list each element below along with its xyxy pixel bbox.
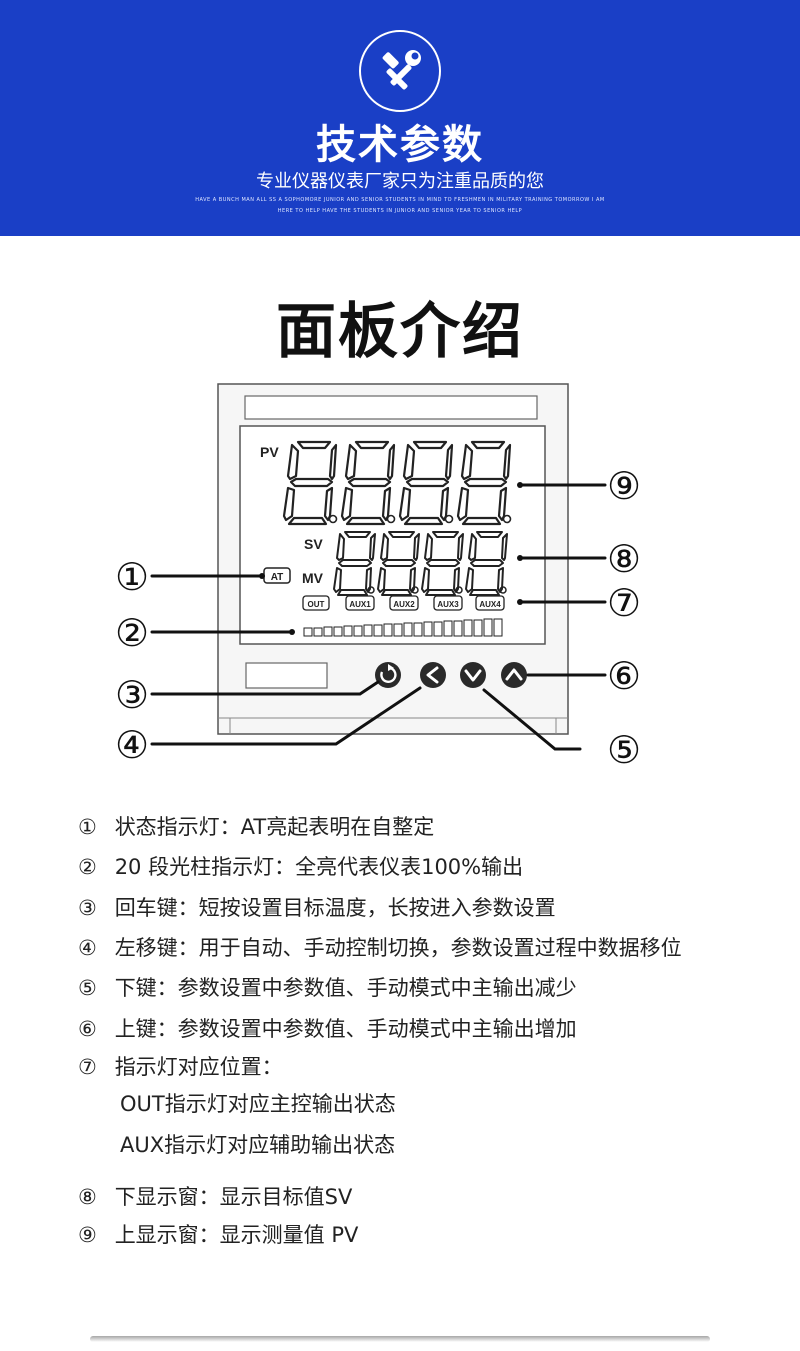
- bar-segment: [343, 625, 353, 637]
- lower-window: [245, 662, 328, 689]
- desc-item-7: ⑦ 指示灯对应位置：: [78, 1051, 283, 1081]
- desc-item-6: ⑥ 上键：参数设置中参数值、手动模式中主输出增加: [78, 1013, 577, 1043]
- desc-num: ②: [78, 855, 97, 879]
- desc-text: 回车键：短按设置目标温度，长按进入参数设置: [114, 896, 556, 920]
- desc-num: ⑨: [78, 1223, 97, 1247]
- left-key[interactable]: [420, 662, 446, 688]
- callout-6: ⑥: [607, 654, 641, 698]
- desc-num: ⑥: [78, 1017, 97, 1041]
- at-indicator-label: AT: [271, 572, 284, 583]
- panel-diagram: PV SV MV AT OUT AUX1 AUX2 AUX3 AUX4: [115, 383, 641, 772]
- callout-2: ②: [115, 611, 149, 655]
- bar-segment: [303, 627, 313, 637]
- bar-segment: [473, 619, 483, 637]
- bar-segment: [333, 626, 343, 637]
- bar-segment: [493, 618, 503, 637]
- desc-text: 状态指示灯：AT亮起表明在自整定: [114, 815, 435, 839]
- desc-item-2: ② 20 段光柱指示灯：全亮代表仪表100%输出: [78, 851, 523, 881]
- bar-segment: [453, 620, 463, 637]
- desc-item-8: ⑧ 下显示窗：显示目标值SV: [78, 1181, 352, 1211]
- desc-item-4: ④ 左移键：用于自动、手动控制切换，参数设置过程中数据移位: [78, 932, 682, 962]
- desc-num: ④: [78, 936, 97, 960]
- bottom-divider: [90, 1336, 710, 1342]
- callout-1: ①: [115, 555, 149, 599]
- banner-subtitle: 专业仪器仪表厂家只为注重品质的您: [256, 171, 544, 192]
- desc-item-7-aux: AUX指示灯对应辅助输出状态: [120, 1133, 396, 1157]
- desc-num: ③: [78, 896, 97, 920]
- desc-num: ①: [78, 815, 97, 839]
- callout-8: ⑧: [607, 537, 641, 581]
- indicator-out: OUT: [308, 600, 325, 609]
- bar-segment: [323, 626, 333, 637]
- bar-segment: [393, 623, 403, 637]
- bar-graph: [303, 618, 503, 637]
- sv-digits: [333, 531, 508, 596]
- enter-key[interactable]: [375, 662, 401, 688]
- mv-label: MV: [302, 570, 324, 586]
- bar-segment: [363, 624, 373, 637]
- desc-text: 上键：参数设置中参数值、手动模式中主输出增加: [114, 1017, 577, 1041]
- sv-label: SV: [304, 536, 323, 552]
- section-title: 面板介绍: [276, 297, 524, 367]
- pv-digits: [282, 440, 512, 526]
- bar-segment: [313, 627, 323, 637]
- indicator-aux4: AUX4: [479, 600, 501, 609]
- desc-item-7-out: OUT指示灯对应主控输出状态: [120, 1092, 396, 1116]
- indicator-aux3: AUX3: [437, 600, 459, 609]
- header-banner: 技术参数 专业仪器仪表厂家只为注重品质的您 HAVE A BUNCH MAN A…: [0, 0, 800, 236]
- desc-text: 20 段光柱指示灯：全亮代表仪表100%输出: [114, 855, 524, 879]
- pv-label: PV: [260, 444, 279, 460]
- desc-num: ⑧: [78, 1185, 97, 1209]
- desc-text: 下键：参数设置中参数值、手动模式中主输出减少: [114, 976, 577, 1000]
- callout-5: ⑤: [607, 728, 641, 772]
- desc-item-5: ⑤ 下键：参数设置中参数值、手动模式中主输出减少: [78, 972, 577, 1002]
- up-key[interactable]: [501, 662, 527, 688]
- callout-3: ③: [115, 673, 149, 717]
- bar-segment: [433, 621, 443, 637]
- bar-segment: [413, 622, 423, 637]
- bar-segment: [443, 620, 453, 637]
- banner-tiny-text-1: HAVE A BUNCH MAN ALL SS A SOPHOMORE JUNI…: [195, 197, 605, 203]
- indicator-row: OUT AUX1 AUX2 AUX3 AUX4: [302, 595, 505, 611]
- desc-item-3: ③ 回车键：短按设置目标温度，长按进入参数设置: [78, 892, 556, 922]
- desc-num: ⑤: [78, 976, 97, 1000]
- desc-item-9: ⑨ 上显示窗：显示测量值 PV: [78, 1219, 358, 1249]
- down-key[interactable]: [460, 662, 486, 688]
- desc-text: 指示灯对应位置：: [114, 1055, 283, 1079]
- desc-text: 下显示窗：显示目标值SV: [114, 1185, 353, 1209]
- indicator-aux2: AUX2: [393, 600, 415, 609]
- bar-segment: [463, 619, 473, 637]
- indicator-aux1: AUX1: [349, 600, 371, 609]
- bar-segment: [423, 621, 433, 637]
- desc-num: ⑦: [78, 1055, 97, 1079]
- bar-segment: [403, 622, 413, 637]
- callout-4: ④: [115, 723, 149, 767]
- banner-title: 技术参数: [316, 122, 484, 168]
- callout-7: ⑦: [607, 581, 641, 625]
- desc-text: 左移键：用于自动、手动控制切换，参数设置过程中数据移位: [114, 936, 682, 960]
- tools-icon: [359, 30, 441, 112]
- bar-segment: [353, 625, 363, 637]
- bar-segment: [373, 624, 383, 637]
- label-strip: [244, 395, 538, 420]
- banner-tiny-text-2: HERE TO HELP HAVE THE STUDENTS IN JUNIOR…: [277, 208, 523, 214]
- desc-text: 上显示窗：显示测量值 PV: [114, 1223, 359, 1247]
- bar-segment: [483, 618, 493, 637]
- bar-segment: [383, 623, 393, 637]
- desc-item-1: ① 状态指示灯：AT亮起表明在自整定: [78, 811, 434, 841]
- callout-9: ⑨: [607, 464, 641, 508]
